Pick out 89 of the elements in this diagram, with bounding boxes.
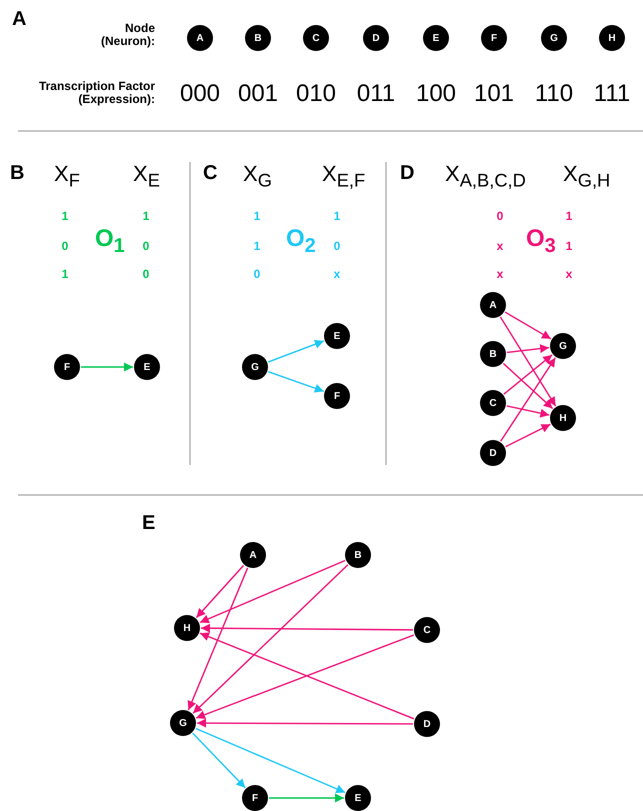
bit-value: 1 xyxy=(566,210,572,224)
arrow xyxy=(192,732,246,788)
node-circle: H xyxy=(550,405,576,431)
arrow xyxy=(269,794,344,802)
bit-value: 1 xyxy=(62,210,68,224)
arrow xyxy=(196,564,244,618)
header-label: Transcription Factor (Expression): xyxy=(38,80,155,106)
operator-label: O$_{3}$ xyxy=(526,226,556,257)
binary-code: 101 xyxy=(474,81,514,108)
operator-label: O$_{1}$ xyxy=(95,226,125,257)
panel-letter: A xyxy=(12,8,26,30)
arrow xyxy=(188,568,248,710)
node-circle: F xyxy=(481,25,507,51)
panel-letter: C xyxy=(203,162,218,184)
node-circle: G xyxy=(541,25,567,51)
arrow xyxy=(503,354,553,395)
bit-value: 0 xyxy=(142,240,150,254)
node-circle: D xyxy=(480,440,506,466)
node-circle: G xyxy=(170,710,196,736)
bit-value: 1 xyxy=(254,240,260,254)
arrow xyxy=(268,371,324,393)
node-circle: G xyxy=(550,333,576,359)
arrow xyxy=(500,316,556,406)
arrow xyxy=(200,560,346,624)
bit-value: 0 xyxy=(254,268,260,282)
node-circle: F xyxy=(324,383,350,409)
arrow xyxy=(196,728,346,794)
arrow xyxy=(505,424,551,448)
arrow xyxy=(197,718,413,728)
binary-code: 100 xyxy=(416,81,456,108)
node-circle: E xyxy=(345,785,371,811)
variable-label: X$_{E,F}$ xyxy=(322,162,366,191)
header-label: Node (Neuron): xyxy=(100,22,155,48)
variable-label: X$_{F}$ xyxy=(54,162,80,191)
node-circle: E xyxy=(134,354,160,380)
node-circle: B xyxy=(480,341,506,367)
panel-letter: B xyxy=(10,162,24,184)
node-circle: B xyxy=(345,542,371,568)
bit-value: 0 xyxy=(142,268,150,282)
arrow xyxy=(268,340,324,363)
node-circle: H xyxy=(599,25,625,51)
binary-code: 000 xyxy=(180,81,220,108)
variable-label: X$_{G,H}$ xyxy=(563,162,610,191)
node-circle: A xyxy=(240,542,266,568)
bit-value: 0 xyxy=(334,240,340,254)
bit-value: x xyxy=(496,240,504,254)
node-circle: C xyxy=(303,25,329,51)
arrow xyxy=(502,362,554,410)
operator-label: O$_{2}$ xyxy=(286,226,316,257)
arrow xyxy=(500,357,556,442)
variable-label: X$_{E}$ xyxy=(133,162,160,191)
node-circle: H xyxy=(174,615,200,641)
node-circle: A xyxy=(187,25,213,51)
bit-value: 1 xyxy=(142,210,150,224)
variable-label: X$_{G}$ xyxy=(243,162,272,191)
binary-code: 001 xyxy=(238,81,278,108)
panel-letter: E xyxy=(142,512,156,534)
node-circle: C xyxy=(480,390,506,416)
arrow xyxy=(201,624,413,633)
node-circle: E xyxy=(324,323,350,349)
binary-code: 110 xyxy=(534,81,574,108)
bit-value: 1 xyxy=(334,210,340,224)
node-circle: D xyxy=(414,711,440,737)
node-circle: F xyxy=(242,785,268,811)
node-circle: D xyxy=(363,25,389,51)
binary-code: 111 xyxy=(594,81,630,108)
bit-value: 1 xyxy=(62,268,68,282)
node-circle: E xyxy=(423,25,449,51)
panel-letter: D xyxy=(400,162,414,184)
variable-label: X$_{A,B,C,D}$ xyxy=(445,162,526,191)
binary-code: 010 xyxy=(296,81,336,108)
bit-value: 1 xyxy=(566,240,572,254)
node-circle: F xyxy=(54,354,80,380)
arrow xyxy=(506,405,550,418)
arrow xyxy=(192,564,348,714)
arrow xyxy=(506,344,550,354)
bit-value: x xyxy=(496,268,504,282)
node-circle: C xyxy=(414,617,440,643)
node-circle: B xyxy=(245,25,271,51)
node-circle: A xyxy=(480,292,506,318)
arrow xyxy=(504,311,552,340)
bit-value: x xyxy=(566,268,572,282)
arrow xyxy=(81,362,133,372)
bit-value: 1 xyxy=(254,210,260,224)
binary-code: 011 xyxy=(356,81,396,108)
bit-value: 0 xyxy=(62,240,68,254)
bit-value: x xyxy=(334,268,340,282)
bit-value: 0 xyxy=(496,210,504,224)
node-circle: G xyxy=(242,354,268,380)
